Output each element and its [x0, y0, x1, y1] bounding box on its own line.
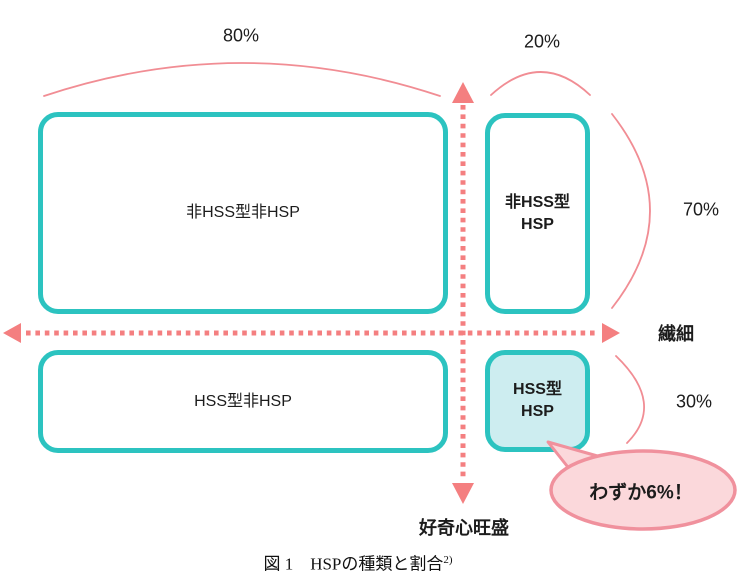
quadrant-label-hss-non-hsp: HSS型非HSP — [194, 392, 292, 410]
quadrant-box-hss-non-hsp: HSS型非HSP — [38, 350, 448, 453]
figure-caption: 図 1 HSPの種類と割合2) — [263, 550, 452, 575]
figure-caption-number: 図 1 — [263, 554, 294, 574]
horizontal-axis-right-arrowhead — [602, 323, 620, 343]
percent-label-70: 70% — [682, 199, 720, 220]
vertical-axis-bottom-arrowhead — [452, 483, 474, 504]
quadrant-label-non-hss-hsp-line1: 非HSS型 — [505, 193, 570, 211]
percent-label-30: 30% — [675, 391, 713, 412]
brace-80-percent — [43, 62, 441, 97]
brace-20-percent — [490, 71, 591, 96]
brace-30-percent — [615, 355, 645, 444]
percent-label-80: 80% — [222, 25, 260, 46]
figure-caption-reference: 2) — [443, 553, 453, 566]
horizontal-axis-left-arrowhead — [3, 323, 21, 343]
brace-70-percent — [611, 113, 651, 309]
quadrant-box-non-hss-non-hsp: 非HSS型非HSP — [38, 112, 448, 314]
vertical-axis-label: 好奇心旺盛 — [419, 518, 509, 538]
quadrant-label-non-hss-hsp-line2: HSP — [521, 215, 554, 233]
callout-text: わずか6%！ — [589, 482, 693, 504]
horizontal-axis-label: 繊細 — [658, 324, 694, 344]
quadrant-box-non-hss-hsp: 非HSS型 HSP — [485, 113, 590, 314]
quadrant-box-hss-hsp: HSS型 HSP — [485, 350, 590, 452]
quadrant-label-hss-hsp-line1: HSS型 — [513, 381, 562, 398]
quadrant-label-hss-hsp-line2: HSP — [521, 403, 554, 420]
percent-label-20: 20% — [523, 31, 561, 52]
vertical-axis-top-arrowhead — [452, 82, 474, 103]
figure-caption-title: HSPの種類と割合 — [310, 554, 444, 574]
quadrant-label-non-hss-non-hsp: 非HSS型非HSP — [186, 204, 300, 221]
